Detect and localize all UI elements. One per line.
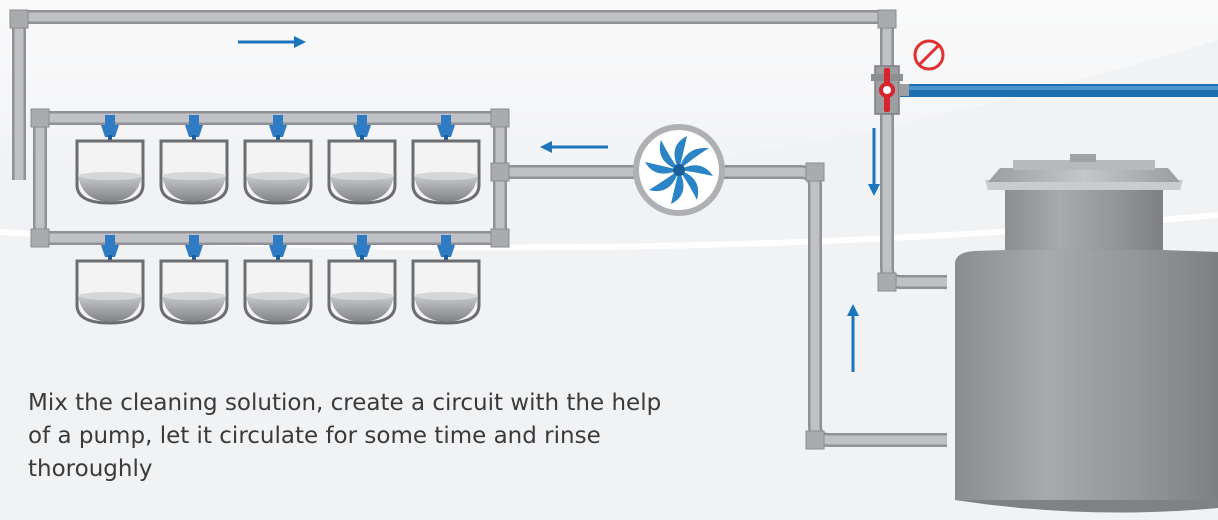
cleaning-tank: [955, 154, 1218, 513]
flow-arrow-icon: [866, 126, 882, 198]
milk-cup-icon: [159, 233, 229, 325]
milk-cup-icon: [243, 233, 313, 325]
instruction-caption: Mix the cleaning solution, create a circ…: [28, 390, 662, 482]
water-supply-pipe: [900, 84, 1218, 97]
flow-arrow-icon: [845, 302, 861, 374]
pipe-joints: [9, 9, 897, 450]
valve-icon: [871, 65, 909, 115]
pump-impeller-icon: [633, 124, 725, 216]
milk-cup-icon: [75, 233, 145, 325]
stop-icon: [913, 39, 945, 71]
